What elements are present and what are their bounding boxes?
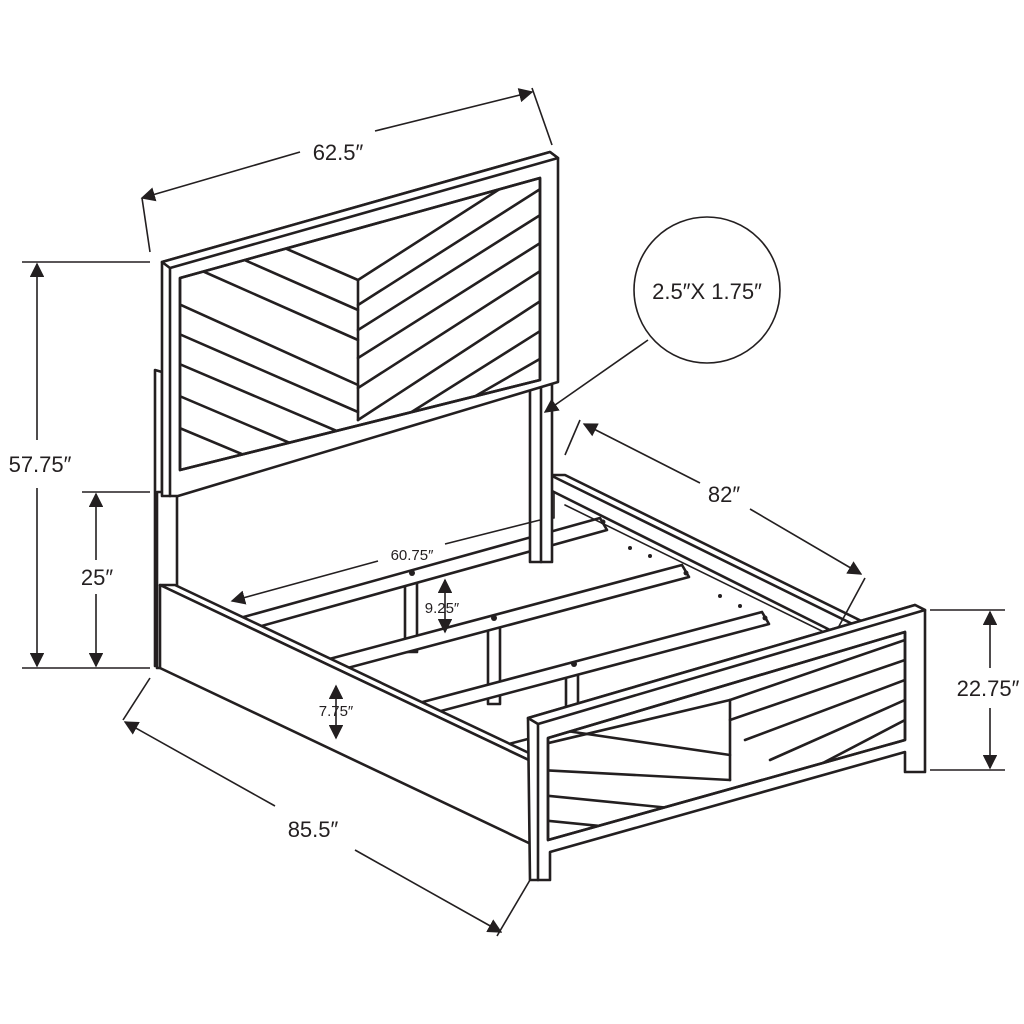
overall-height-label: 57.75″ [9, 452, 72, 477]
length-label: 82″ [708, 482, 740, 507]
inner-width-label: 60.75″ [391, 547, 435, 564]
leg-size-label: 2.5″X 1.75″ [652, 279, 762, 304]
dimension-lines [22, 87, 1005, 937]
headboard-width-label: 62.5″ [313, 140, 364, 165]
rail-height-label: 25″ [81, 565, 113, 590]
footboard-height-label: 22.75″ [957, 676, 1020, 701]
dimension-labels: 62.5″ 57.75″ 25″ 2.5″X 1.75″ 82″ 60.75″ … [9, 140, 1020, 842]
ground-clearance-label: 7.75″ [319, 703, 354, 720]
overall-length-label: 85.5″ [288, 817, 339, 842]
bed-frame [153, 150, 927, 882]
footboard [526, 603, 927, 882]
headboard [160, 150, 560, 498]
slat-clearance-label: 9.25″ [425, 600, 460, 617]
